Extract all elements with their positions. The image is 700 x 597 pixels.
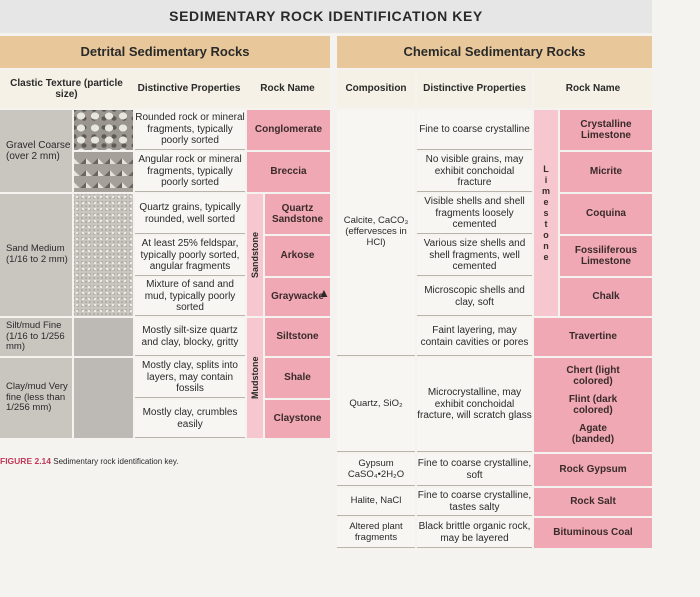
prop-arkose: At least 25% feldspar, typically poorly … bbox=[135, 236, 245, 276]
pattern-silt bbox=[74, 318, 133, 356]
prop-chert: Microcrystalline, may exhibit conchoidal… bbox=[417, 358, 532, 452]
header-chemical-rock-name: Rock Name bbox=[534, 70, 652, 108]
texture-silt: Silt/mud Fine (1/16 to 1/256 mm) bbox=[0, 318, 72, 356]
page-title: SEDIMENTARY ROCK IDENTIFICATION KEY bbox=[0, 0, 652, 33]
rock-gypsum: Rock Gypsum bbox=[534, 454, 652, 486]
prop-chalk: Microscopic shells and clay, soft bbox=[417, 278, 532, 316]
limestone-group-label: L i m e s t o n e bbox=[534, 110, 558, 316]
mudstone-group-label: Mudstone bbox=[247, 318, 263, 438]
header-detrital-rock-name: Rock Name bbox=[245, 70, 330, 108]
rock-bituminous-coal: Bituminous Coal bbox=[534, 518, 652, 548]
rock-graywacke: Graywacke bbox=[265, 278, 330, 316]
rock-conglomerate: Conglomerate bbox=[247, 110, 330, 150]
rock-chert: Chert (light colored) bbox=[566, 365, 620, 387]
rock-salt: Rock Salt bbox=[534, 488, 652, 516]
rock-micrite: Micrite bbox=[560, 152, 652, 192]
prop-crystalline-limestone: Fine to coarse crystalline bbox=[417, 110, 532, 150]
figure-caption-text: Sedimentary rock identification key. bbox=[53, 457, 179, 466]
prop-micrite: No visible grains, may exhibit conchoida… bbox=[417, 152, 532, 192]
detrital-banner: Detrital Sedimentary Rocks bbox=[0, 36, 330, 68]
prop-quartz-sandstone: Quartz grains, typically rounded, well s… bbox=[135, 194, 245, 234]
pattern-sand bbox=[74, 194, 133, 316]
composition-halite: Halite, NaCl bbox=[337, 488, 415, 516]
figure-caption: FIGURE 2.14 Sedimentary rock identificat… bbox=[0, 456, 330, 470]
limestone-letter: s bbox=[543, 207, 549, 218]
cursor-pointer-icon: ▲ bbox=[318, 286, 330, 300]
limestone-letter: e bbox=[543, 251, 549, 262]
prop-coquina: Visible shells and shell fragments loose… bbox=[417, 194, 532, 234]
limestone-letter: o bbox=[543, 229, 549, 240]
rock-chert-flint-agate: Chert (light colored) Flint (dark colore… bbox=[534, 358, 652, 452]
header-composition: Composition bbox=[337, 70, 415, 108]
prop-bituminous-coal: Black brittle organic rock, may be layer… bbox=[417, 518, 532, 548]
composition-gypsum: Gypsum CaSO₄•2H₂O bbox=[337, 454, 415, 486]
prop-travertine: Faint layering, may contain cavities or … bbox=[417, 318, 532, 356]
figure-label: FIGURE 2.14 bbox=[0, 456, 52, 466]
composition-quartz: Quartz, SiO₂ bbox=[337, 358, 415, 452]
rock-quartz-sandstone: Quartz Sandstone bbox=[265, 194, 330, 234]
header-detrital-properties: Distinctive Properties bbox=[133, 70, 245, 108]
chemical-banner: Chemical Sedimentary Rocks bbox=[337, 36, 652, 68]
limestone-letter: n bbox=[543, 240, 549, 251]
header-chemical-properties: Distinctive Properties bbox=[417, 70, 532, 108]
limestone-letter: i bbox=[544, 174, 548, 185]
pattern-rounded-gravel bbox=[74, 110, 133, 150]
prop-rock-gypsum: Fine to coarse crystalline, soft bbox=[417, 454, 532, 486]
prop-claystone: Mostly clay, crumbles easily bbox=[135, 400, 245, 438]
limestone-letter: t bbox=[544, 218, 548, 229]
rock-fossiliferous-limestone: Fossiliferous Limestone bbox=[560, 236, 652, 276]
composition-plant: Altered plant fragments bbox=[337, 518, 415, 548]
limestone-letter: m bbox=[541, 185, 550, 196]
rock-siltstone: Siltstone bbox=[265, 318, 330, 356]
rock-crystalline-limestone: Crystalline Limestone bbox=[560, 110, 652, 150]
pattern-angular-gravel bbox=[74, 152, 133, 192]
rock-travertine: Travertine bbox=[534, 318, 652, 356]
rock-shale: Shale bbox=[265, 358, 330, 398]
limestone-letter: L bbox=[543, 163, 549, 174]
sandstone-group-label: Sandstone bbox=[247, 194, 263, 316]
texture-sand: Sand Medium (1/16 to 2 mm) bbox=[0, 194, 72, 316]
prop-rock-salt: Fine to coarse crystalline, tastes salty bbox=[417, 488, 532, 516]
texture-clay: Clay/mud Very fine (less than 1/256 mm) bbox=[0, 358, 72, 438]
rock-arkose: Arkose bbox=[265, 236, 330, 276]
prop-fossiliferous-limestone: Various size shells and shell fragments,… bbox=[417, 236, 532, 276]
rock-flint: Flint (dark colored) bbox=[568, 394, 618, 416]
prop-graywacke: Mixture of sand and mud, typically poorl… bbox=[135, 278, 245, 316]
prop-shale: Mostly clay, splits into layers, may con… bbox=[135, 358, 245, 398]
limestone-letter: e bbox=[543, 196, 549, 207]
prop-conglomerate: Rounded rock or mineral fragments, typic… bbox=[135, 110, 245, 150]
rock-agate: Agate (banded) bbox=[571, 423, 615, 445]
composition-calcite: Calcite, CaCO₃ (effervesces in HCl) bbox=[337, 110, 415, 356]
rock-breccia: Breccia bbox=[247, 152, 330, 192]
rock-claystone: Claystone bbox=[265, 400, 330, 438]
prop-breccia: Angular rock or mineral fragments, typic… bbox=[135, 152, 245, 192]
header-clastic-texture: Clastic Texture (particle size) bbox=[0, 70, 133, 108]
rock-chalk: Chalk bbox=[560, 278, 652, 316]
texture-gravel: Gravel Coarse (over 2 mm) bbox=[0, 110, 72, 192]
prop-siltstone: Mostly silt-size quartz and clay, blocky… bbox=[135, 318, 245, 356]
pattern-clay bbox=[74, 358, 133, 438]
rock-coquina: Coquina bbox=[560, 194, 652, 234]
